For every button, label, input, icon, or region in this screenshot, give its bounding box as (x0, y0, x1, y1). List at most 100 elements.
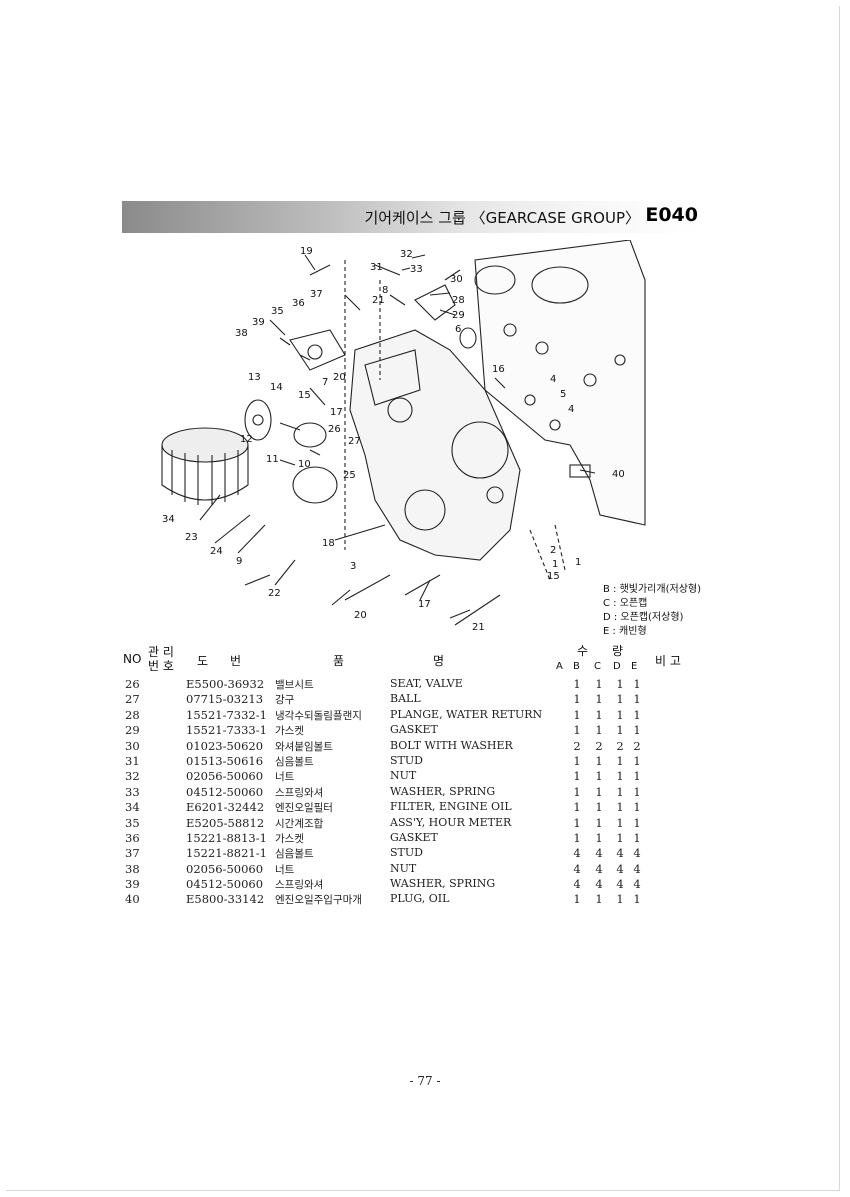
row-no: 33 (125, 784, 140, 799)
header-name-2: 명 (433, 654, 445, 668)
row-qty-d: 1 (616, 692, 624, 707)
header-qty-d: D (613, 661, 621, 672)
row-qty-c: 1 (595, 707, 603, 722)
legend-item-e: E : 캐빈형 (603, 626, 647, 637)
callout-number: 4 (568, 404, 574, 415)
row-qty-d: 4 (616, 846, 624, 861)
row-code: 01023-50620 (186, 738, 264, 753)
row-name-en: SEAT, VALVE (390, 677, 463, 690)
row-qty-e: 4 (633, 877, 641, 892)
row-qty-b: 2 (573, 738, 581, 753)
row-name-kr: 가스켓 (275, 832, 304, 845)
row-code: E5205-58812 (186, 815, 265, 830)
row-name-kr: 밸브시트 (275, 679, 314, 691)
row-name-kr: 가스켓 (275, 725, 304, 738)
row-qty-c: 1 (595, 769, 603, 784)
row-qty-e: 4 (633, 861, 641, 876)
row-qty-b: 1 (573, 800, 581, 815)
callout-number: 30 (450, 274, 463, 285)
row-name-kr: 강구 (275, 694, 295, 707)
section-header: 기어케이스 그룹 〈GEARCASE GROUP〉 E040 (122, 201, 700, 233)
row-code: 02056-50060 (186, 861, 264, 876)
row-qty-d: 1 (616, 815, 624, 830)
row-qty-b: 1 (573, 692, 581, 707)
header-mgmt-1: 관 리 (148, 645, 174, 659)
row-no: 27 (125, 692, 140, 707)
callout-number: 23 (185, 532, 198, 543)
row-name-kr: 엔진오일필터 (275, 802, 333, 815)
row-name-kr: 엔진오일주입구마개 (275, 894, 362, 907)
callout-number: 18 (322, 538, 335, 549)
row-no: 38 (125, 861, 140, 876)
header-qty-2: 량 (612, 644, 624, 658)
callout-number: 37 (310, 289, 323, 300)
row-name-kr: 스프링와셔 (275, 879, 324, 892)
callout-number: 39 (252, 317, 265, 328)
callout-number: 11 (266, 454, 279, 465)
row-qty-d: 1 (616, 830, 624, 845)
row-qty-e: 1 (633, 815, 641, 830)
row-qty-d: 4 (616, 861, 624, 876)
callout-number: 12 (240, 434, 253, 445)
row-qty-b: 1 (573, 753, 581, 768)
row-code: 15521-7333-1 (186, 723, 267, 738)
callout-number: 34 (162, 514, 175, 525)
callout-number: 9 (236, 556, 242, 567)
row-qty-b: 1 (573, 723, 581, 738)
row-name-kr: 냉각수되돌림플랜지 (275, 709, 362, 722)
row-qty-e: 1 (633, 707, 641, 722)
row-code: 01513-50616 (186, 753, 264, 768)
callout-number: 17 (330, 407, 343, 418)
header-drawing-2: 번 (230, 654, 242, 668)
row-qty-e: 1 (633, 723, 641, 738)
callout-number: 32 (400, 249, 413, 260)
row-code: E6201-32442 (186, 800, 265, 815)
callout-number: 40 (612, 469, 625, 480)
callout-number: 19 (300, 246, 313, 257)
row-qty-b: 1 (573, 707, 581, 722)
row-qty-e: 1 (633, 830, 641, 845)
row-qty-c: 1 (595, 892, 603, 907)
row-no: 29 (125, 723, 140, 738)
row-name-kr: 와셔붙임볼트 (275, 740, 333, 753)
callout-number: 38 (235, 328, 248, 339)
callout-number: 28 (452, 295, 465, 306)
row-qty-e: 1 (633, 753, 641, 768)
row-code: 04512-50060 (186, 784, 264, 799)
row-qty-b: 1 (573, 677, 581, 691)
row-qty-c: 2 (595, 738, 603, 753)
row-qty-b: 1 (573, 892, 581, 907)
row-code: 15221-8813-1 (186, 830, 267, 845)
row-qty-e: 4 (633, 846, 641, 861)
row-name-en: FILTER, ENGINE OIL (390, 800, 512, 814)
callout-number: 21 (472, 622, 485, 633)
callout-number: 36 (292, 298, 305, 309)
row-name-en: PLANGE, WATER RETURN (390, 707, 543, 721)
section-title: 기어케이스 그룹 〈GEARCASE GROUP〉 (364, 209, 640, 227)
row-qty-e: 1 (633, 769, 641, 784)
callout-number: 8 (382, 285, 388, 296)
row-qty-c: 1 (595, 677, 603, 691)
row-name-en: NUT (390, 861, 417, 875)
row-qty-e: 1 (633, 677, 641, 691)
callout-number: 15 (547, 571, 560, 582)
row-qty-c: 1 (595, 815, 603, 830)
header-qty-a: A (556, 661, 563, 672)
header-remarks: 비 고 (655, 654, 681, 668)
row-qty-d: 1 (616, 753, 624, 768)
header-qty-1: 수 (577, 644, 589, 658)
row-qty-c: 4 (595, 861, 603, 876)
callout-number: 20 (354, 610, 367, 621)
callout-number: 16 (492, 364, 505, 375)
callout-number: 7 (322, 377, 328, 388)
